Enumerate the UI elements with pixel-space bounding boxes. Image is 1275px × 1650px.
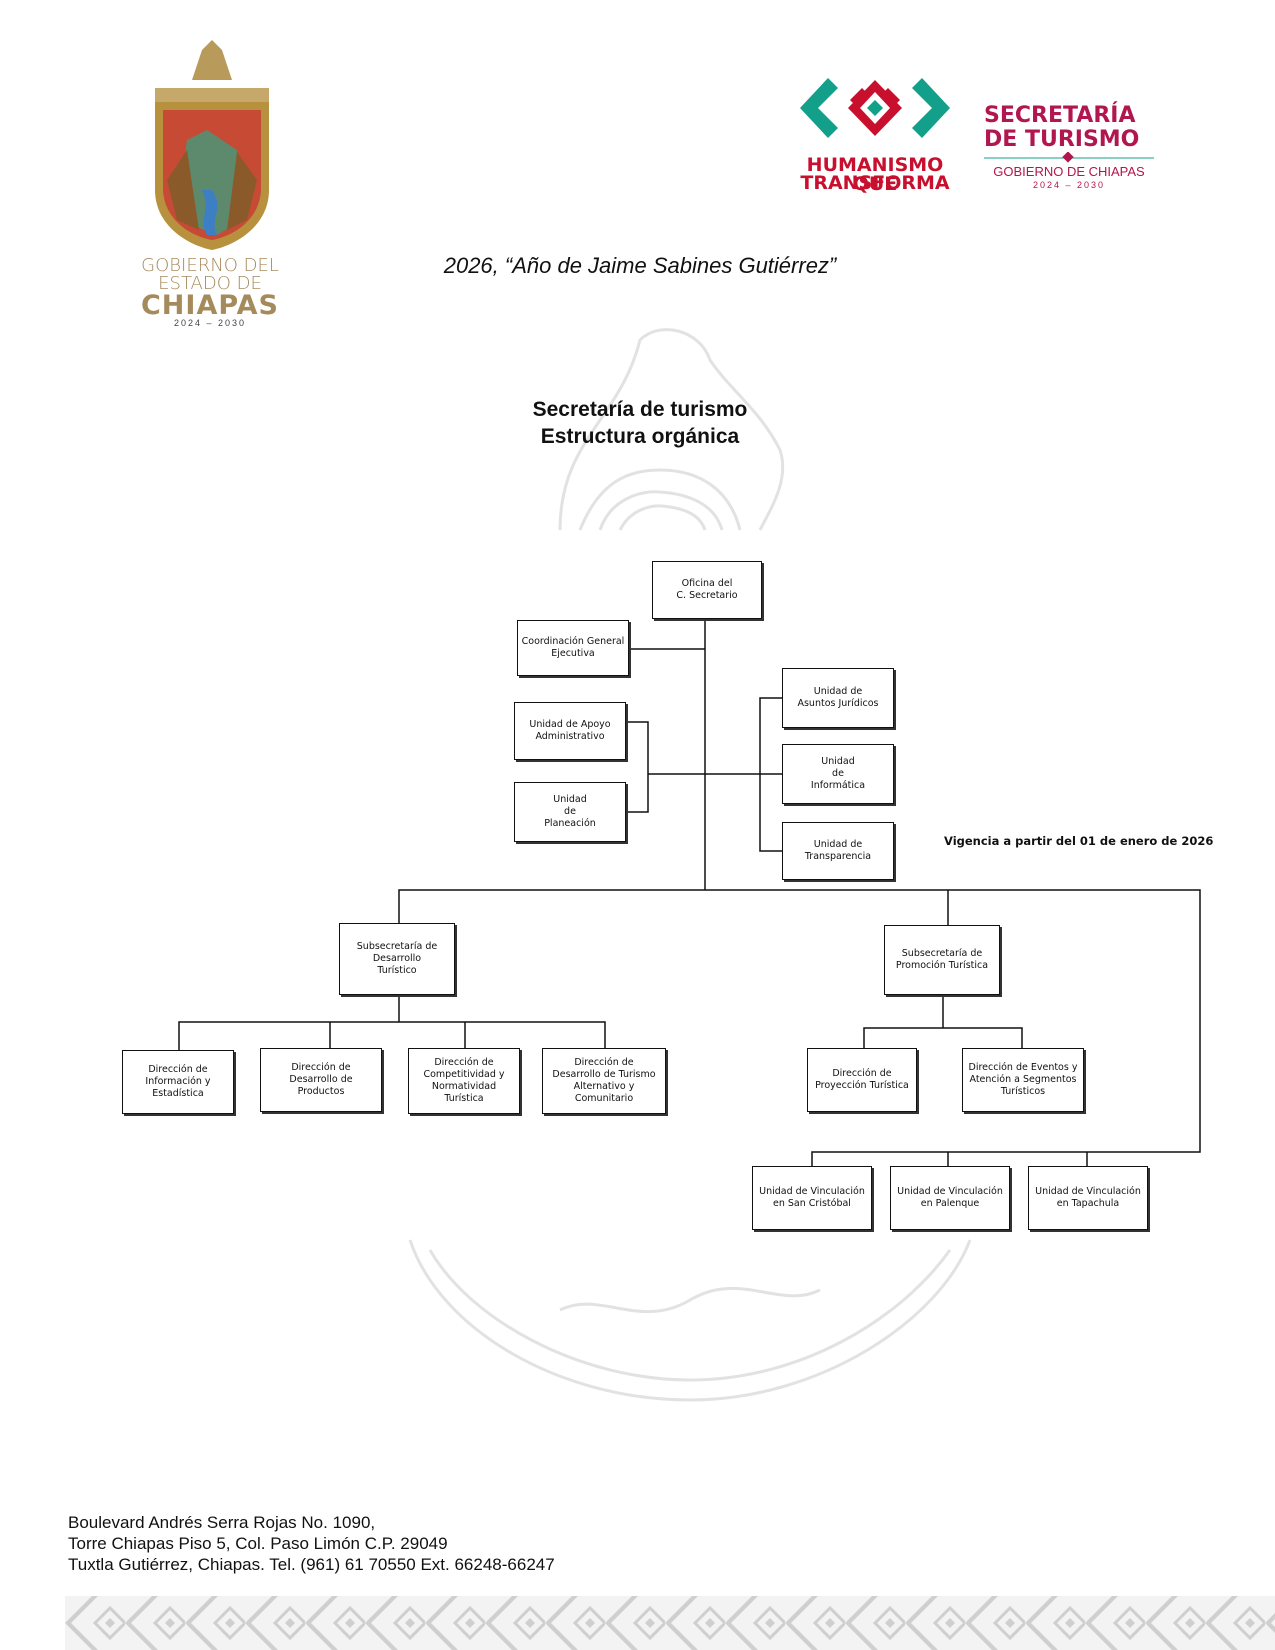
- box-text: de: [564, 806, 576, 817]
- box-text: Subsecretaría de: [901, 948, 983, 959]
- box-text: Dirección de: [148, 1064, 208, 1075]
- box-text: Desarrollo de: [289, 1074, 353, 1085]
- box-text: Asuntos Jurídicos: [797, 698, 879, 709]
- box-text: Unidad de Vinculación: [1035, 1186, 1141, 1197]
- box-text: Atención a Segmentos: [969, 1074, 1077, 1085]
- title-line-1: Secretaría de turismo: [532, 398, 748, 421]
- box-text: Desarrollo: [372, 953, 422, 964]
- box-text: Unidad de: [813, 839, 863, 850]
- seal-line-1: GOBIERNO DEL: [141, 255, 279, 276]
- address-line-2: Torre Chiapas Piso 5, Col. Paso Limón C.…: [68, 1534, 448, 1553]
- box-text: Productos: [297, 1086, 345, 1097]
- box-text: Informática: [810, 780, 866, 791]
- box-text: Oficina del: [681, 578, 733, 589]
- box-text: C. Secretario: [676, 590, 738, 601]
- box-text: Subsecretaría de: [356, 941, 438, 952]
- box-text: Estadística: [152, 1088, 204, 1099]
- title-line-2: Estructura orgánica: [540, 425, 740, 448]
- seal-years: 2024 – 2030: [173, 318, 247, 328]
- box-text: Comunitario: [574, 1093, 634, 1104]
- box-text: Turística: [444, 1093, 484, 1104]
- seal-line-2: ESTADO DE: [158, 273, 262, 294]
- box-text: Promoción Turística: [895, 960, 989, 971]
- validity-note: Vigencia a partir del 01 de enero de 202…: [944, 834, 1214, 848]
- motto: 2026, “Año de Jaime Sabines Gutiérrez”: [443, 253, 837, 278]
- chiapas-coat-of-arms-icon: [155, 40, 269, 250]
- humanismo-line-2: TRANSFORMA: [800, 172, 950, 194]
- footer-address: Boulevard Andrés Serra Rojas No. 1090, T…: [68, 1512, 555, 1575]
- address-line-3: Tuxtla Gutiérrez, Chiapas. Tel. (961) 61…: [68, 1555, 555, 1574]
- box-text: de: [832, 768, 844, 779]
- box-text: Dirección de: [832, 1068, 892, 1079]
- box-text: en Palenque: [920, 1198, 980, 1209]
- box-text: Turístico: [377, 965, 417, 976]
- address-line-1: Boulevard Andrés Serra Rojas No. 1090,: [68, 1513, 376, 1532]
- box-text: Unidad de Vinculación: [759, 1186, 865, 1197]
- box-text: Competitividad y: [423, 1069, 505, 1080]
- box-text: Normatividad: [431, 1081, 497, 1092]
- box-text: Unidad de Apoyo: [529, 719, 611, 730]
- secretaria-years: 2024 – 2030: [1032, 180, 1106, 190]
- box-text: Unidad de: [813, 686, 863, 697]
- box-text: en Tapachula: [1056, 1198, 1120, 1209]
- box-text: Transparencia: [804, 851, 872, 862]
- box-text: Información y: [145, 1076, 211, 1087]
- box-text: Unidad: [553, 794, 587, 805]
- box-text: Planeación: [544, 818, 596, 829]
- box-text: Dirección de: [574, 1057, 634, 1068]
- secretaria-line-2: DE TURISMO: [984, 127, 1140, 152]
- box-text: en San Cristóbal: [773, 1198, 851, 1209]
- humanismo-line-1: HUMANISMO QUE: [806, 154, 944, 195]
- box-text: Alternativo y: [573, 1081, 635, 1092]
- secretaria-line-1: SECRETARÍA: [984, 103, 1136, 128]
- page-title: Secretaría de turismo Estructura orgánic…: [380, 396, 900, 450]
- box-text: Dirección de: [434, 1057, 494, 1068]
- humanismo-que-transforma-logo-icon: [800, 78, 950, 138]
- box-text: Proyección Turística: [815, 1080, 909, 1091]
- box-text: Dirección de: [291, 1062, 351, 1073]
- box-text: Desarrollo de Turismo: [552, 1069, 656, 1080]
- seal-line-3: CHIAPAS: [140, 290, 279, 321]
- box-text: Unidad: [821, 756, 855, 767]
- box-text: Dirección de Eventos y: [968, 1062, 1078, 1073]
- box-text: Coordinación General: [521, 636, 625, 647]
- secretaria-divider-icon: [984, 152, 1154, 163]
- box-text: Unidad de Vinculación: [897, 1186, 1003, 1197]
- secretaria-gov: GOBIERNO DE CHIAPAS: [993, 164, 1145, 179]
- box-text: Administrativo: [535, 731, 605, 742]
- fret-pattern-border-icon: [65, 1596, 1275, 1650]
- box-text: Turísticos: [1000, 1086, 1046, 1097]
- box-text: Ejecutiva: [551, 648, 595, 659]
